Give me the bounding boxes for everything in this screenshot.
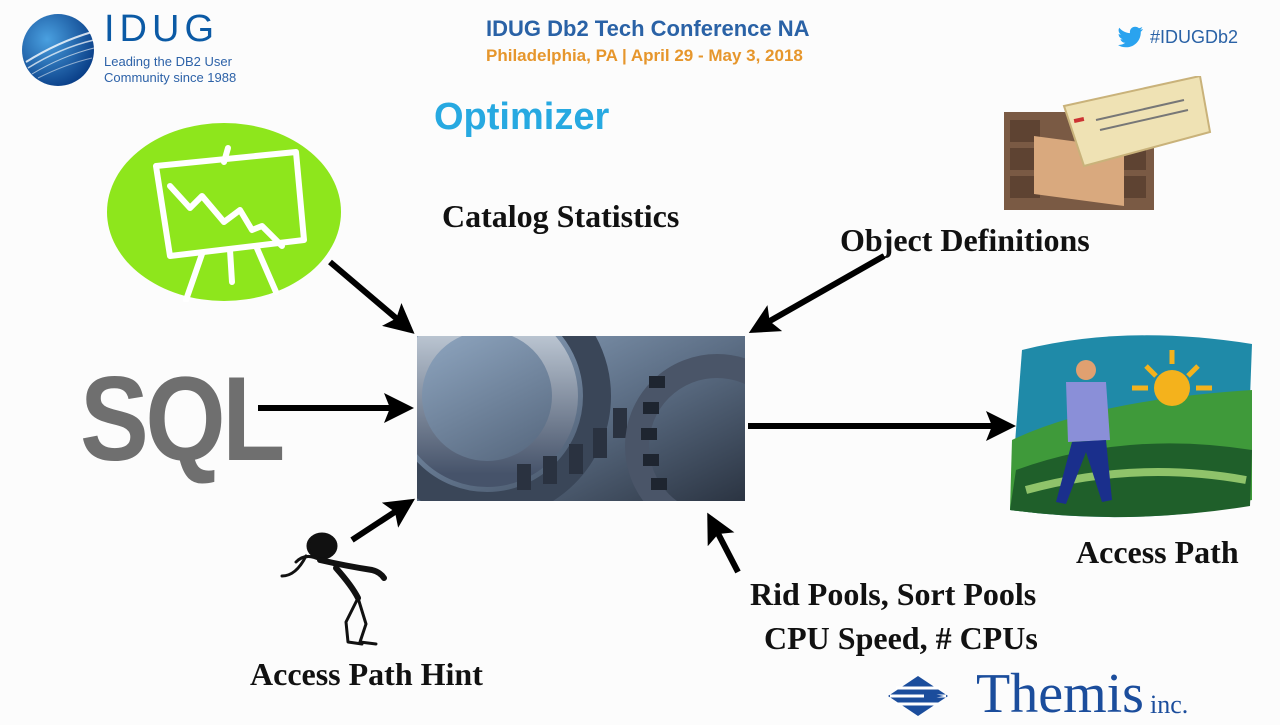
object-definitions-label: Object Definitions [840, 222, 1090, 258]
idug-logo-text: IDUG [104, 8, 219, 50]
person-sunrise-icon [1010, 335, 1252, 518]
themis-logo: Themis inc. [888, 663, 1189, 725]
sql-label: SQL [80, 352, 285, 486]
themis-brand-suffix: inc. [1149, 690, 1189, 719]
idug-tagline-line-1: Leading the DB2 User [104, 54, 232, 69]
catalog-statistics-label: Catalog Statistics [442, 198, 680, 234]
arrow-definitions-to-optimizer [748, 253, 886, 333]
idug-globe-icon [22, 14, 95, 86]
themis-logo-icon [888, 676, 948, 716]
arrow-hint-to-optimizer [350, 498, 416, 543]
access-path-label: Access Path [1076, 534, 1239, 570]
themis-brand: Themis [976, 663, 1144, 725]
card-file-drawer-icon [1004, 76, 1212, 210]
access-path-hint-label: Access Path Hint [250, 656, 483, 692]
gears-image [417, 336, 745, 501]
pools-line-1: Rid Pools, Sort Pools [750, 576, 1037, 612]
hashtag: #IDUGDb2 [1118, 26, 1238, 48]
slide-title: Optimizer [434, 96, 610, 138]
arrow-statistics-to-optimizer [328, 259, 415, 334]
twitter-bird-icon [1118, 26, 1143, 48]
idug-tagline-line-2: Community since 1988 [104, 70, 237, 85]
pools-line-2: CPU Speed, # CPUs [764, 620, 1038, 656]
conference-subtitle: Philadelphia, PA | April 29 - May 3, 201… [486, 46, 803, 65]
conference-title: IDUG Db2 Tech Conference NA [486, 16, 810, 41]
arrow-pools-to-optimizer [707, 512, 741, 574]
chart-easel-icon [107, 123, 341, 302]
idug-tagline: Leading the DB2 User Community since 198… [104, 54, 236, 86]
hashtag-text: #IDUGDb2 [1150, 26, 1239, 47]
detective-figure-icon [280, 532, 387, 646]
